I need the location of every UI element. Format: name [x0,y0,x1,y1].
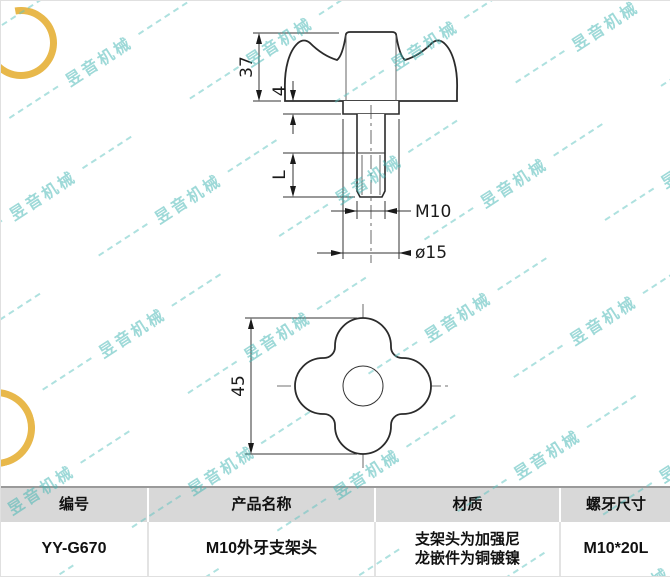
dim-label-M10: M10 [415,202,451,222]
dimension-height-37: 37 [237,32,339,102]
cell-thread-size: M10*20L [583,539,649,557]
knob-side-outline [284,31,458,102]
dimension-thread-length-L: L [270,152,355,198]
spec-table-header-row: 编号 产品名称 材质 螺牙尺寸 [1,488,670,522]
cell-product-name: M10外牙支架头 [149,522,376,576]
dim-label-dia15: ø15 [415,243,447,263]
top-view [277,304,449,468]
col-header-name: 产品名称 [149,488,376,522]
dim-label-45: 45 [229,375,249,397]
dimension-diameter-15: ø15 [317,119,447,263]
dimension-thread-M10: M10 [331,201,451,222]
material-line-1: 支架头为加强尼 [414,530,520,548]
dimension-width-45: 45 [229,317,357,455]
dim-label-L: L [270,170,290,180]
technical-drawing: 37 4 L M10 [229,31,458,468]
spec-table: 编号 产品名称 材质 螺牙尺寸 YY-G670 M10外牙支架头 支架头为加强尼… [1,486,670,576]
side-view [284,31,458,263]
knob-top-outline [294,317,432,455]
col-header-thread-size: 螺牙尺寸 [585,496,646,514]
dimension-boss-4: 4 [270,81,341,134]
material-line-2: 龙嵌件为铜镀镍 [414,550,520,567]
spec-table-data-row: YY-G670 M10外牙支架头 支架头为加强尼 龙嵌件为铜镀镍 M10*20L [1,522,670,576]
col-header-material: 材质 [376,488,561,522]
dim-label-4: 4 [270,86,290,97]
cell-product-code: YY-G670 [1,522,149,576]
hub-circle [342,365,384,407]
cell-material: 支架头为加强尼 龙嵌件为铜镀镍 [376,522,561,576]
col-header-code: 编号 [1,488,149,522]
dim-label-37: 37 [237,56,257,78]
